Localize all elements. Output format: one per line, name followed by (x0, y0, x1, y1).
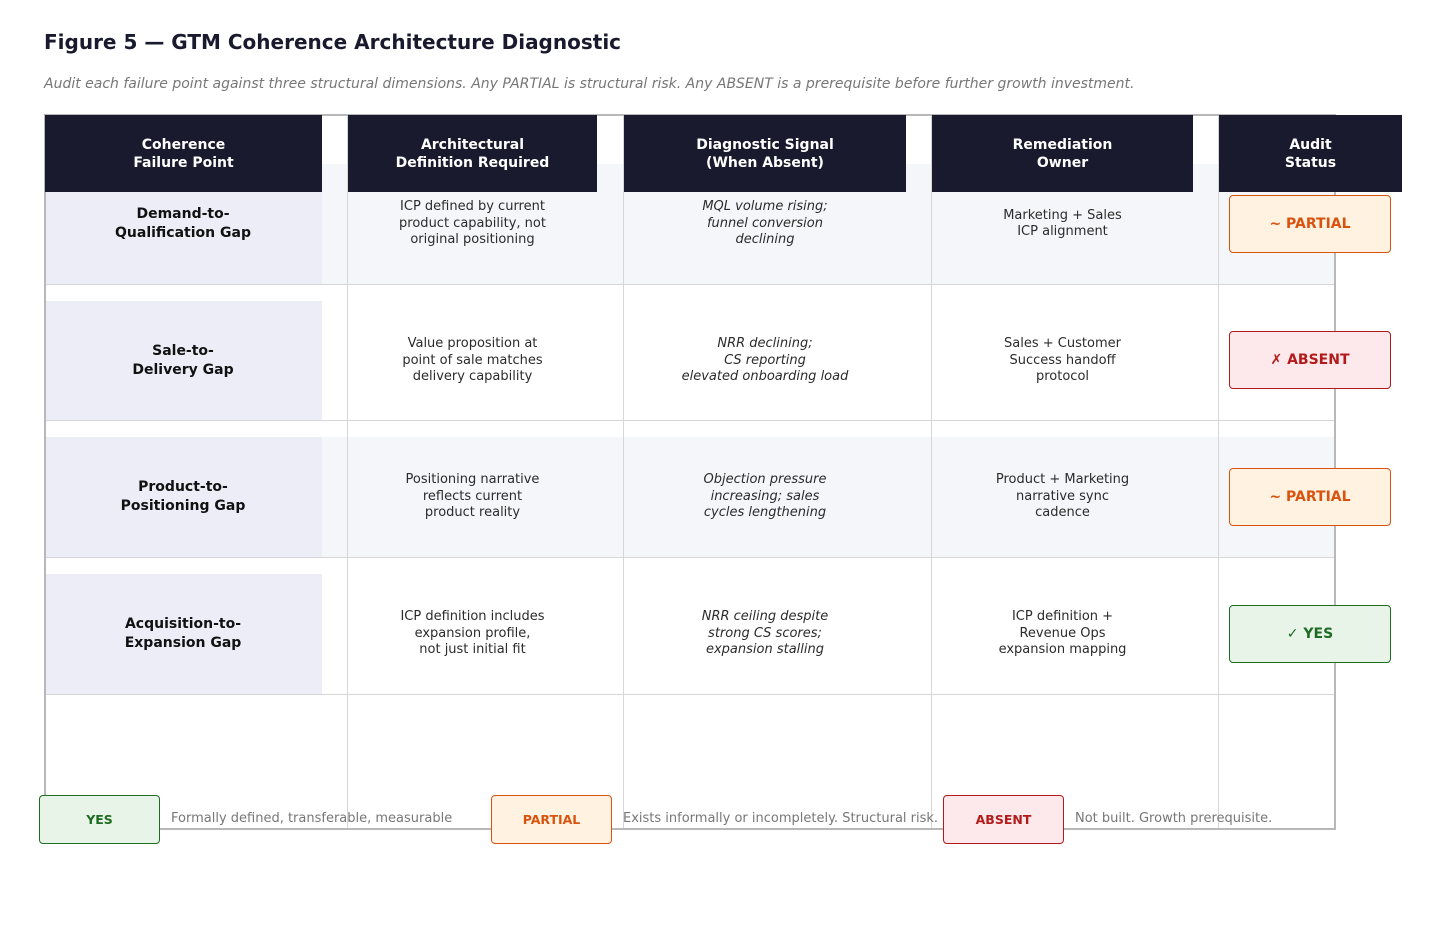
legend-partial-badge: PARTIAL (491, 795, 612, 844)
figure-title: Figure 5 — GTM Coherence Architecture Di… (44, 30, 622, 54)
header-definition: Architectural Definition Required (348, 115, 597, 192)
grid-column-divider (347, 114, 348, 830)
label-band-3 (44, 437, 322, 557)
definition-cell: ICP definition includes expansion profil… (400, 609, 545, 658)
signal-cell: MQL volume rising; funnel conversion dec… (702, 199, 828, 248)
label-band-2 (44, 301, 322, 421)
grid-column-divider (931, 114, 932, 830)
status-badge: ~ PARTIAL (1229, 468, 1391, 526)
legend-partial-text: Exists informally or incompletely. Struc… (623, 811, 939, 826)
header-signal: Diagnostic Signal (When Absent) (624, 115, 906, 192)
definition-cell: ICP defined by current product capabilit… (399, 199, 546, 248)
failure-point-label: Demand-to- Qualification Gap (115, 206, 251, 241)
figure-subtitle: Audit each failure point against three s… (44, 76, 1135, 92)
grid-row-divider (44, 284, 1336, 285)
grid-row-divider (44, 420, 1336, 421)
owner-cell: Product + Marketing narrative sync caden… (995, 472, 1130, 521)
failure-point-label: Sale-to- Delivery Gap (132, 343, 234, 378)
legend-absent-text: Not built. Growth prerequisite. (1075, 811, 1273, 826)
owner-cell: Sales + Customer Success handoff protoco… (1004, 336, 1121, 385)
status-badge: ~ PARTIAL (1229, 195, 1391, 253)
grid-column-divider (623, 114, 624, 830)
legend-absent-badge: ABSENT (943, 795, 1064, 844)
definition-cell: Positioning narrative reflects current p… (405, 472, 540, 521)
owner-cell: Marketing + Sales ICP alignment (1003, 207, 1122, 240)
status-badge: ✗ ABSENT (1229, 331, 1391, 389)
label-band-4 (44, 574, 322, 694)
legend-yes-badge: YES (39, 795, 160, 844)
signal-cell: NRR declining; CS reporting elevated onb… (681, 336, 849, 385)
header-owner: Remediation Owner (932, 115, 1193, 192)
grid-row-divider (44, 557, 1336, 558)
failure-point-label: Acquisition-to- Expansion Gap (124, 616, 242, 651)
signal-cell: Objection pressure increasing; sales cyc… (703, 472, 827, 521)
grid-column-divider (1218, 114, 1219, 830)
header-status: Audit Status (1219, 115, 1402, 192)
failure-point-label: Product-to- Positioning Gap (120, 479, 246, 514)
definition-cell: Value proposition at point of sale match… (402, 336, 543, 385)
signal-cell: NRR ceiling despite strong CS scores; ex… (701, 609, 829, 658)
header-failure-point: Coherence Failure Point (45, 115, 322, 192)
legend-yes-text: Formally defined, transferable, measurab… (171, 811, 453, 826)
owner-cell: ICP definition + Revenue Ops expansion m… (998, 609, 1127, 658)
grid-row-divider (44, 694, 1336, 695)
status-badge: ✓ YES (1229, 605, 1391, 663)
